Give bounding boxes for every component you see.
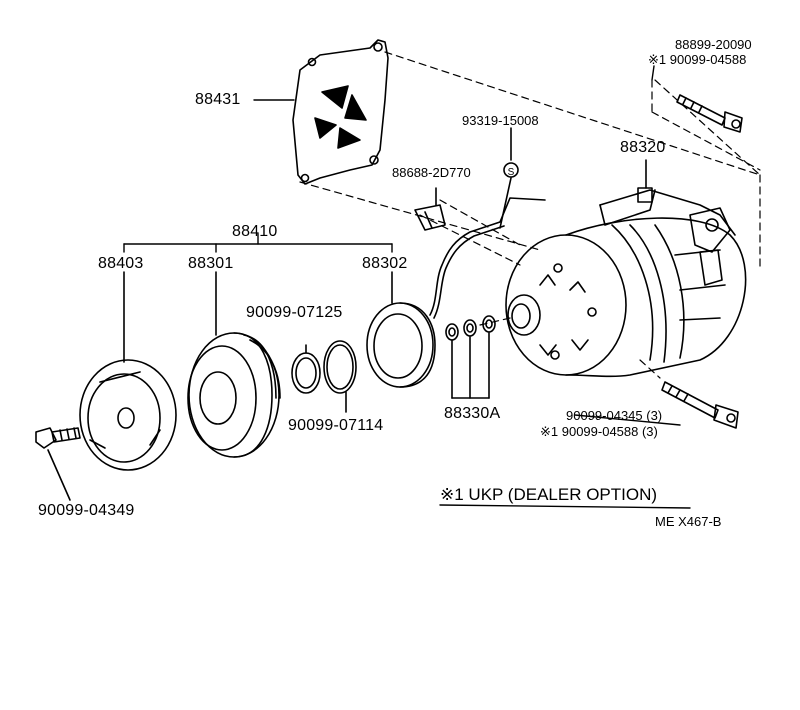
cover-88431 bbox=[293, 40, 388, 184]
compressor-88320 bbox=[506, 160, 746, 376]
label-bolt-bottom-2: ※1 90099-04588 (3) bbox=[540, 424, 658, 439]
label-screw: 93319-15008 bbox=[462, 113, 539, 128]
snap-ring-90099-07114 bbox=[324, 341, 356, 412]
leader-lines bbox=[254, 66, 690, 508]
snap-ring-90099-07125 bbox=[292, 345, 320, 393]
label-clutch-assy: 88410 bbox=[232, 223, 278, 240]
bracket-88410 bbox=[124, 234, 392, 252]
label-cover: 88431 bbox=[195, 91, 241, 108]
dealer-option-note: ※1 UKP (DEALER OPTION) bbox=[440, 485, 658, 504]
label-switch: 88688-2D770 bbox=[392, 165, 471, 180]
top-bolt-88899-20090 bbox=[677, 95, 742, 132]
stator-88302 bbox=[367, 198, 545, 387]
screw-93319-15008 bbox=[500, 128, 518, 228]
label-compressor: 88320 bbox=[620, 139, 666, 156]
label-snap-ring-b: 90099-07114 bbox=[288, 417, 384, 434]
bottom-bolt-90099-04345 bbox=[662, 382, 738, 428]
label-pulley: 88301 bbox=[188, 255, 234, 272]
label-shims: 88330A bbox=[444, 405, 501, 422]
diagram-code: ME X467-B bbox=[655, 514, 722, 529]
screw-marker: S bbox=[508, 167, 515, 178]
label-stator: 88302 bbox=[362, 255, 408, 272]
label-bolt-bottom-1: 90099-04345 (3) bbox=[566, 408, 663, 423]
label-pressure-plate: 88403 bbox=[98, 255, 144, 272]
switch-88688-2D770 bbox=[415, 188, 445, 230]
center-bolt-90099-04349 bbox=[36, 428, 80, 500]
assembly-dashed-lines bbox=[300, 52, 760, 378]
pressure-plate-88403 bbox=[80, 272, 176, 470]
shims-88330A bbox=[446, 316, 495, 398]
label-bolt-top-2: ※1 90099-04588 bbox=[648, 52, 747, 67]
pulley-88301 bbox=[188, 272, 280, 457]
label-bolt-top-1: 88899-20090 bbox=[675, 37, 752, 52]
label-bolt-center: 90099-04349 bbox=[38, 502, 135, 519]
label-snap-ring-a: 90099-07125 bbox=[246, 304, 343, 321]
